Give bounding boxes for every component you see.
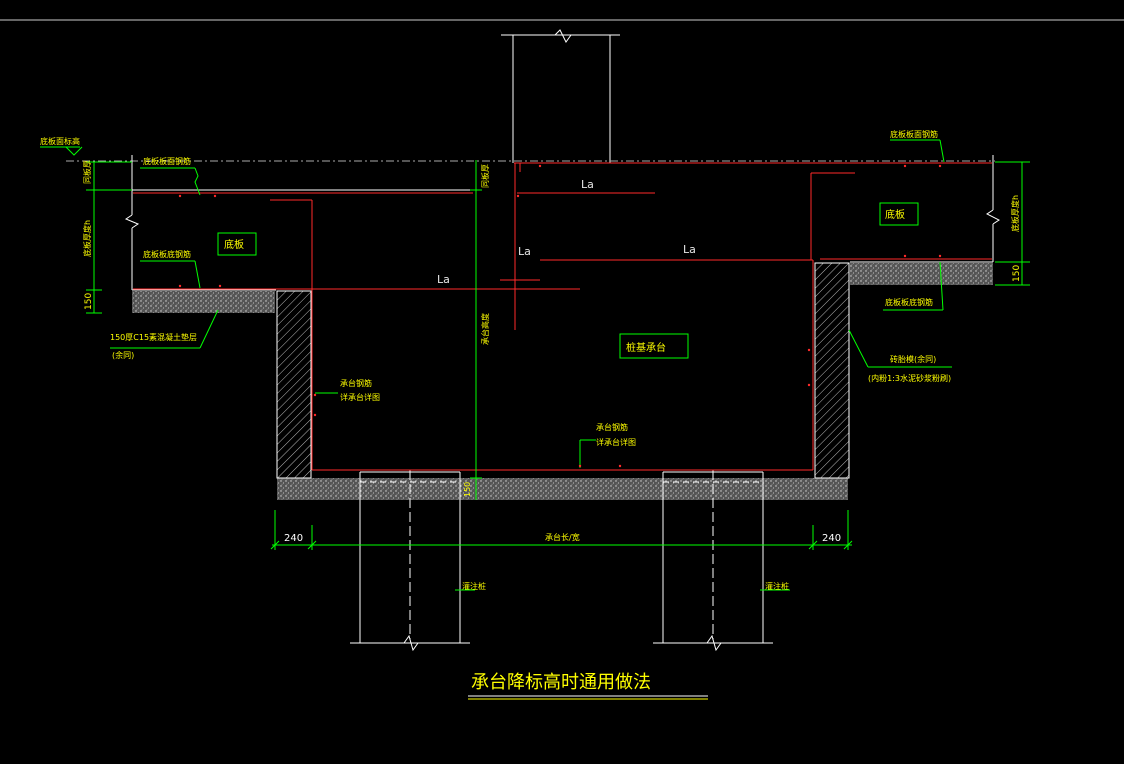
cap-rebar-side-2: 详承台详图 [340,392,380,402]
drawing-title: 承台降标高时通用做法 [471,672,651,693]
column-outline [501,29,620,163]
slab-left-label: 底板 [224,238,244,251]
cap-rebar-bottom-1: 承台钢筋 [596,422,628,432]
dim-240-left: 240 [284,533,303,544]
cushion-note-line2: (余同) [112,350,134,360]
pile-cap-label: 桩基承台 [626,341,666,354]
pile-left [350,470,470,652]
slab-thickness-left-label: 底板厚度h [82,220,92,257]
rebar-lines [133,162,992,471]
cushion-bottom [277,478,848,500]
same-thickness-mid-label: 同板厚 [480,164,490,188]
cap-150-label: 150 [463,482,472,497]
slab-top-rebar-right-label: 底板板面钢筋 [890,129,938,139]
brick-mold-line2: (内粉1:3水泥砂浆粉刷) [868,373,951,383]
right-slab-outline [850,155,1000,263]
la-label-2: La [518,245,531,258]
dim-240-right: 240 [822,533,841,544]
cap-height-label: 承台高度 [480,313,490,345]
cushion-150-left-label: 150 [84,293,94,310]
cap-dim-label: 承台长/宽 [545,532,580,542]
slab-bottom-rebar-left-label: 底板板底钢筋 [143,249,191,259]
brick-mold-line1: 砖胎模(余同) [890,354,936,364]
cap-rebar-side-1: 承台钢筋 [340,378,372,388]
cushion-note-line1: 150厚C15素混凝土垫层 [110,332,197,342]
la-label-1: La [581,178,594,191]
slab-top-elev-label: 底板面标高 [40,136,80,146]
dimension-lines [40,139,1030,591]
slab-top-rebar-left-label: 底板板面钢筋 [143,156,191,166]
slab-thickness-right-label: 底板厚度h [1010,195,1020,232]
slab-bottom-rebar-right-label: 底板板底钢筋 [885,297,933,307]
la-label-3: La [683,243,696,256]
pile-left-label: 灌注桩 [462,581,486,591]
brick-mold-left [276,290,312,479]
left-slab-outline [124,155,474,291]
la-label-4: La [437,273,450,286]
pile-right-label: 灌注桩 [765,581,789,591]
cushion-right [850,263,993,285]
cap-rebar-bottom-2: 详承台详图 [596,437,636,447]
cushion-150-right-label: 150 [1012,265,1022,282]
slab-right-label: 底板 [885,208,905,221]
same-thickness-left-label: 同板厚 [82,160,92,184]
rebar-dots [178,164,942,468]
brick-mold-right [814,262,850,479]
cushion-left [132,291,275,313]
pile-right [653,470,773,652]
